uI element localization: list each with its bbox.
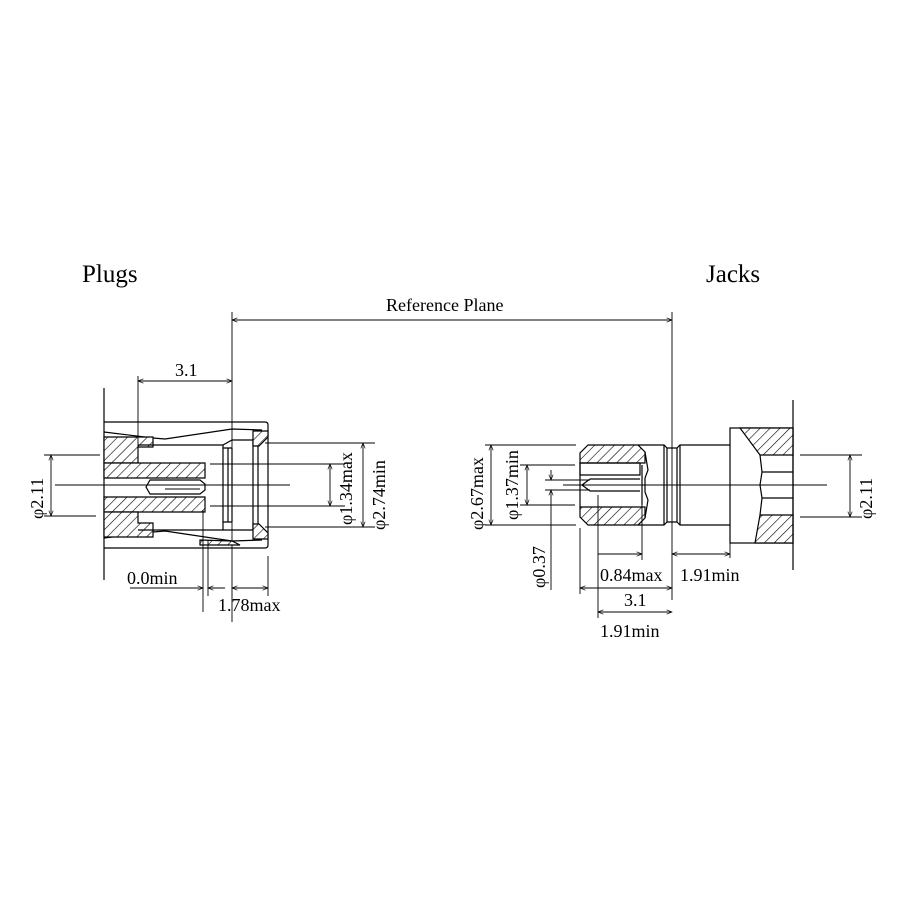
jack-length-label: 3.1 [624,590,647,610]
jack-body-len-label: 1.91min [680,565,740,585]
jack-body [563,400,827,570]
jack-bore-len-label: 1.91min [600,621,660,641]
jack-pin-dia-label: φ0.37 [529,546,549,588]
plug-outer-dia-label: φ2.11 [27,478,47,519]
plug-pin-recess-label: 0.0min [127,568,178,588]
plug-coupling-len-label: 1.78max [218,595,281,615]
jack-flange-dia-label: φ2.11 [856,478,876,519]
plugs-title: Plugs [82,261,138,288]
plug-body [55,388,290,580]
jack-outer-dia-label: φ2.67max [467,457,487,530]
jack-pin-depth-label: 0.84max [600,565,663,585]
plug-length-label: 3.1 [175,360,198,380]
plug-inner-dia-label: φ1.34max [336,452,356,525]
jack-inner-dia-label: φ1.37min [502,450,522,520]
jacks-title: Jacks [706,261,760,288]
plug-coupling-dia-label: φ2.74min [369,460,389,530]
reference-plane-label: Reference Plane [386,295,503,315]
jack-dimensions: φ2.67max φ1.37min φ0.37 0.84max 1.91min … [467,444,876,641]
reference-plane-dimension: Reference Plane [231,295,673,622]
plug-dimensions: 3.1 φ2.11 φ1.34max φ2.74min 0.0min 1.78m… [27,360,389,615]
